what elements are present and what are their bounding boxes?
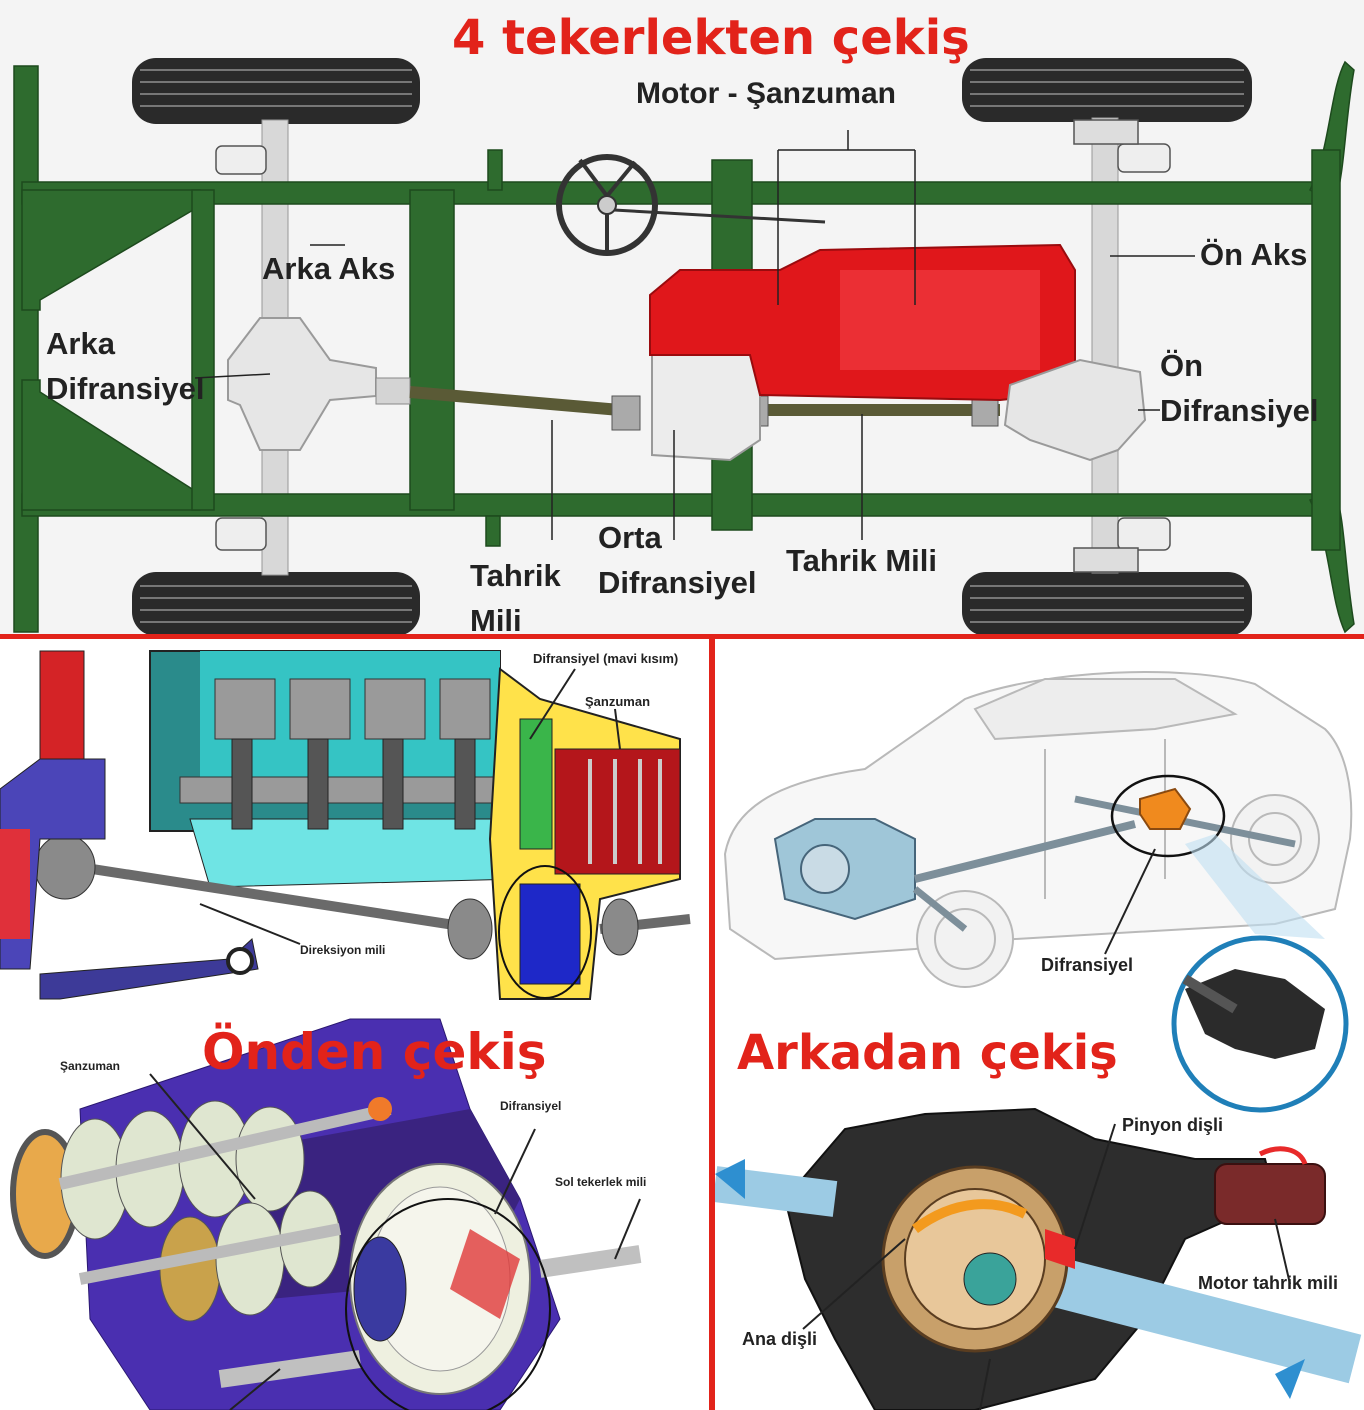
rear-drive-shaft [409, 386, 621, 416]
tahrik-mili-right-label: Tahrik Mili [786, 543, 938, 578]
rear-differential [227, 317, 411, 451]
fwd-title: Önden çekiş [202, 1023, 547, 1081]
chassis-frame [13, 60, 1355, 634]
rear-left-wheel [132, 58, 420, 124]
rear-right-wheel [132, 572, 420, 636]
fwd-diagram [0, 650, 691, 1410]
differential-icon [1110, 774, 1226, 858]
steering-wheel-icon [556, 154, 826, 256]
front-wheel-drive-panel: Difransiyel (mavi kısım) Şanzuman Direks… [0, 639, 709, 1410]
four-wheel-drive-panel: 4 tekerlekten çekiş Motor - Şanzuman Ark… [0, 0, 1364, 636]
sanzuman-top-label: Şanzuman [585, 694, 651, 709]
fwd-leader-lines [149, 668, 641, 1410]
orta-difransiyel-label: Orta Difransiyel [598, 520, 757, 600]
chassis-diagram [13, 58, 1355, 636]
vertical-divider [709, 638, 715, 1410]
front-right-wheel [962, 572, 1252, 636]
differential-gear [450, 1229, 520, 1319]
rwd-leader-lines [802, 848, 1291, 1410]
tahrik-mili-left-label: Tahrik Mili [470, 558, 561, 636]
center-differential [651, 351, 761, 462]
rwd-differential-cutaway [715, 1107, 1362, 1410]
arka-aks-label: Arka Aks [262, 251, 396, 286]
sanzuman-bottom-label: Şanzuman [60, 1059, 121, 1073]
strut [39, 650, 85, 772]
difransiyel-label: Difransiyel [500, 1099, 562, 1113]
rear-wheel-drive-panel: Difransiyel Arkadan çekiş Pinyon dişli M… [715, 639, 1364, 1410]
rwd-difransiyel-label: Difransiyel [1041, 955, 1134, 975]
fwd-gearbox-3d [10, 1018, 642, 1410]
motor-sanzuman-label: Motor - Şanzuman [636, 77, 896, 110]
fwd-differential [498, 865, 592, 999]
rwd-engine [773, 818, 916, 921]
on-difransiyel-label: Ön Difransiyel [1160, 348, 1319, 428]
rwd-diagram [715, 671, 1362, 1410]
front-differential [1003, 358, 1147, 462]
front-left-wheel [962, 58, 1252, 122]
horizontal-divider [0, 634, 1364, 639]
on-aks-label: Ön Aks [1200, 237, 1308, 272]
arka-difransiyel-label: Arka Difransiyel [46, 326, 205, 406]
rwd-drive-shaft [914, 820, 1136, 883]
sol-tekerlek-mili-label: Sol tekerlek mili [555, 1175, 647, 1189]
rwd-title: Arkadan çekiş [737, 1025, 1118, 1081]
direksiyon-mili-label: Direksiyon mili [300, 943, 386, 957]
pinyon-disli-label: Pinyon dişli [1122, 1115, 1224, 1135]
four-wd-title: 4 tekerlekten çekiş [452, 10, 970, 66]
fwd-drive-shaft [59, 859, 481, 934]
leader-lines [194, 130, 1195, 540]
difransiyel-mavi-label: Difransiyel (mavi kısım) [533, 651, 679, 666]
motor-tahrik-mili-label: Motor tahrik mili [1198, 1273, 1339, 1293]
ana-disli-label: Ana dişli [742, 1329, 818, 1349]
fwd-engine-cutaway [149, 650, 551, 888]
steering-arm [39, 938, 259, 1000]
